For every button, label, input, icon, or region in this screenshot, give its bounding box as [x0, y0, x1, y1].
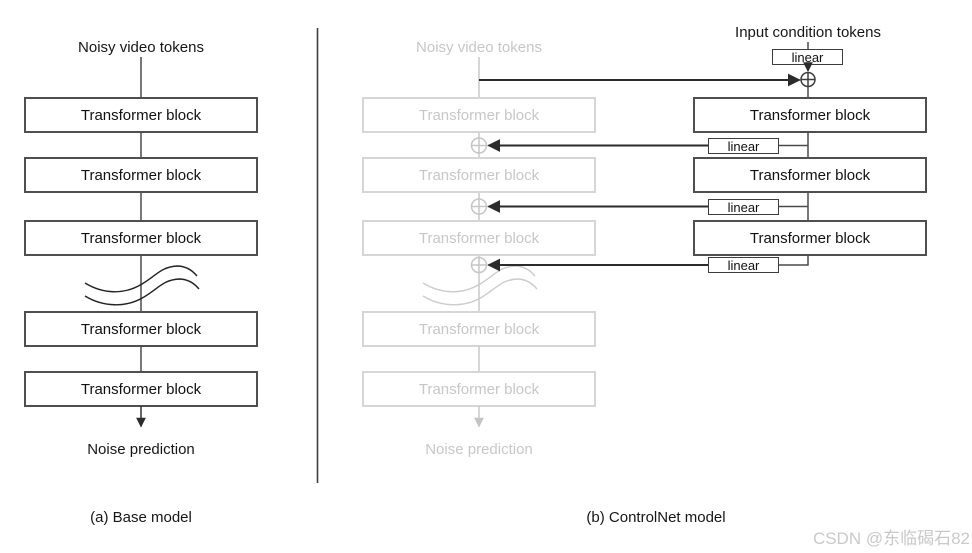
base-transformer-block-3: Transformer block	[24, 220, 258, 256]
control-transformer-block-2: Transformer block	[693, 157, 927, 193]
circled-plus-icon	[470, 198, 488, 215]
condition-input-linear-box: linear	[772, 49, 843, 65]
circled-plus-icon	[470, 137, 488, 154]
frozen-input-label: Noisy video tokens	[416, 39, 542, 56]
frozen-output-label: Noise prediction	[425, 441, 533, 458]
watermark-text: CSDN @东临碣石82	[812, 529, 970, 548]
control-transformer-block-1: Transformer block	[693, 97, 927, 133]
frozen-transformer-block-4: Transformer block	[362, 311, 596, 347]
frozen-transformer-block-3: Transformer block	[362, 220, 596, 256]
caption-controlnet-model: (b) ControlNet model	[586, 509, 726, 526]
base-output-label: Noise prediction	[87, 441, 195, 458]
base-section-break-icon	[84, 265, 200, 306]
frozen-transformer-block-5: Transformer block	[362, 371, 596, 407]
control-transformer-block-3: Transformer block	[693, 220, 927, 256]
frozen-transformer-block-1: Transformer block	[362, 97, 596, 133]
caption-base-model: (a) Base model	[90, 509, 192, 526]
base-transformer-block-2: Transformer block	[24, 157, 258, 193]
circled-plus-icon	[470, 256, 488, 274]
control-linear-box-3: linear	[708, 257, 779, 273]
circled-plus-icon	[800, 71, 816, 88]
base-transformer-block-4: Transformer block	[24, 311, 258, 347]
control-linear-box-1: linear	[708, 138, 779, 154]
base-transformer-block-1: Transformer block	[24, 97, 258, 133]
control-input-label: Input condition tokens	[735, 24, 881, 41]
base-input-label: Noisy video tokens	[78, 39, 204, 56]
frozen-transformer-block-2: Transformer block	[362, 157, 596, 193]
control-linear-box-2: linear	[708, 199, 779, 215]
base-transformer-block-5: Transformer block	[24, 371, 258, 407]
frozen-section-break-icon	[422, 265, 538, 306]
